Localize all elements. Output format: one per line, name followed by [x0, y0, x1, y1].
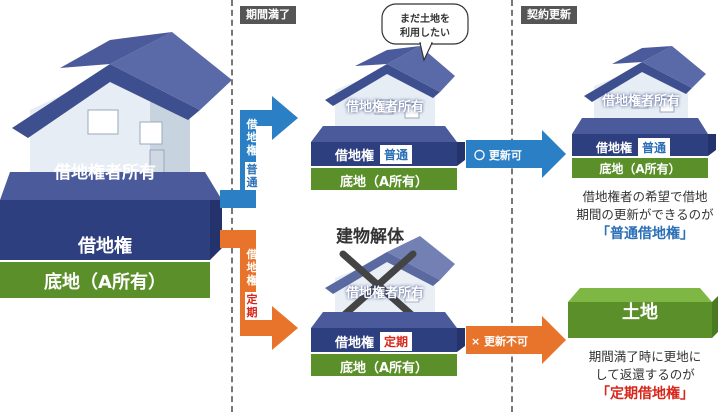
- right-bottom-land-illustration: [568, 288, 718, 338]
- middle-top-type-badge: 普通: [380, 145, 413, 164]
- left-house-label: 借地権者所有: [54, 163, 156, 183]
- middle-bottom-house-label: 借地権者所有: [345, 286, 424, 301]
- phase-label-expiry: 期間満了: [240, 6, 296, 24]
- demolition-label: 建物解体: [336, 227, 404, 247]
- right-bottom-land-label: 土地: [622, 302, 658, 323]
- right-bottom-desc-line2: して返還するのが: [595, 367, 695, 382]
- right-top-house-label: 借地権者所有: [601, 94, 680, 109]
- middle-top-leasehold-row: 借地権 普通: [335, 145, 413, 164]
- speech-bubble-line2: 利用したい: [400, 28, 450, 39]
- divider-renewal: [511, 0, 513, 412]
- phase-label-renewal: 契約更新: [521, 6, 577, 24]
- left-leasehold-label: 借地権: [78, 236, 132, 257]
- renewal-arrows: [466, 130, 566, 364]
- middle-top-land-label: 底地（A所有）: [339, 175, 429, 190]
- branch-top-type-tag: 普通: [245, 162, 259, 190]
- right-top-desc-emph: 「普通借地権」: [596, 226, 694, 242]
- right-top-land-label: 底地（A所有）: [599, 162, 681, 176]
- left-land-label: 底地（A所有）: [44, 272, 166, 293]
- middle-top-house-label: 借地権者所有: [345, 100, 424, 115]
- right-top-desc-line1: 借地権者の希望で借地: [582, 189, 708, 204]
- middle-bottom-type-badge: 定期: [380, 332, 413, 351]
- middle-bottom-leasehold-row: 借地権 定期: [335, 332, 413, 351]
- middle-bottom-leasehold-label: 借地権: [335, 336, 375, 351]
- right-top-type-badge: 普通: [638, 138, 671, 157]
- branch-bottom-right-label: 借地権: [246, 248, 258, 287]
- arrow-bottom-label: × 更新不可: [471, 335, 529, 348]
- right-bottom-desc-line1: 期間満了時に更地に: [588, 349, 702, 364]
- branch-arrows: [220, 96, 298, 350]
- right-bottom-desc-emph: 「定期借地権」: [596, 386, 694, 402]
- right-top-illustration: [572, 46, 716, 178]
- left-house-illustration: [0, 32, 232, 298]
- branch-bottom-type-tag: 定期: [245, 292, 259, 320]
- speech-bubble: [381, 3, 469, 62]
- middle-bottom-land-label: 底地（A所有）: [339, 361, 429, 376]
- arrow-top-label: 〇 更新可: [474, 149, 522, 162]
- middle-top-leasehold-label: 借地権: [335, 149, 375, 164]
- speech-bubble-line1: まだ土地を: [400, 14, 450, 25]
- right-top-leasehold-label: 借地権: [596, 141, 633, 155]
- right-top-leasehold-row: 借地権 普通: [596, 138, 671, 157]
- branch-top-right-label: 借地権: [246, 118, 258, 157]
- right-top-desc-line2: 期間の更新ができるのが: [576, 207, 714, 222]
